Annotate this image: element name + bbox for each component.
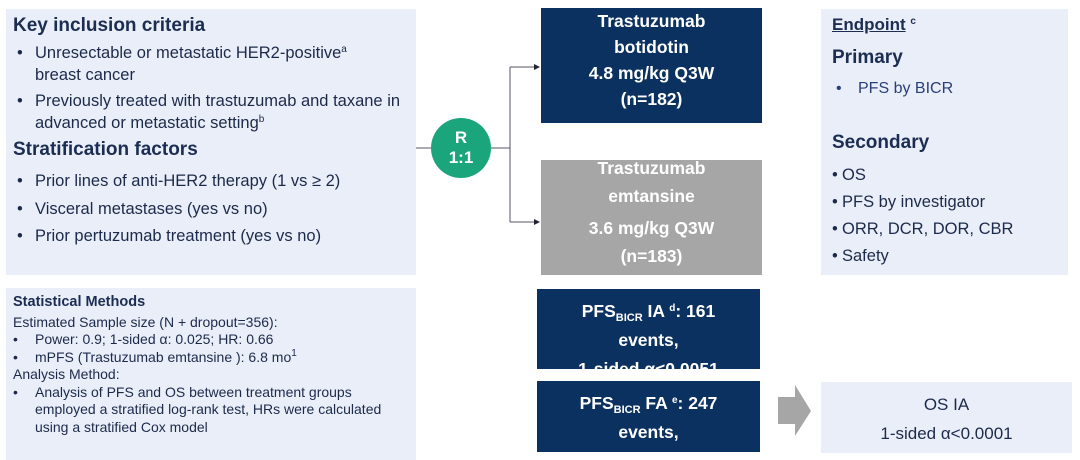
arm-dose: 4.8 mg/kg Q3W bbox=[588, 63, 715, 83]
arm-dose: 3.6 mg/kg Q3W bbox=[588, 218, 715, 238]
arm-n: (n=182) bbox=[620, 89, 683, 109]
stratification-title: Stratification factors bbox=[13, 139, 198, 160]
inclusion-text: Unresectable or metastatic HER2-positive bbox=[35, 44, 342, 62]
inclusion-item: Unresectable or metastatic HER2-positive… bbox=[13, 43, 409, 86]
secondary-endpoint: PFS by investigator bbox=[832, 189, 1057, 216]
inclusion-panel: Key inclusion criteria Unresectable or m… bbox=[6, 9, 416, 275]
stratification-item: Prior pertuzumab treatment (yes vs no) bbox=[13, 226, 409, 248]
randomization-ratio: 1:1 bbox=[448, 148, 474, 167]
fa-line1: PFSBICR FA e: 247 bbox=[579, 393, 718, 416]
statistics-panel: Statistical Methods Estimated Sample siz… bbox=[6, 288, 416, 460]
inclusion-text: Previously treated with trastuzumab and … bbox=[35, 92, 401, 132]
endpoint-title: Endpoint c bbox=[832, 15, 916, 34]
endpoint-panel: Endpoint c Primary PFS by BICR Secondary… bbox=[821, 9, 1068, 275]
secondary-endpoint: ORR, DCR, DOR, CBR bbox=[832, 216, 1057, 243]
arm-line: emtansine bbox=[608, 186, 695, 206]
os-ia-alpha: 1-sided α<0.0001 bbox=[880, 424, 1013, 443]
ia-line1: PFSBICR IA d: 161 bbox=[581, 301, 716, 324]
pfs-final-analysis-box: PFSBICR FA e: 247 events, bbox=[537, 381, 760, 452]
inclusion-title: Key inclusion criteria bbox=[13, 15, 206, 36]
arm-line: Trastuzumab bbox=[597, 160, 706, 178]
arrow-right-icon bbox=[778, 385, 811, 436]
primary-endpoint: PFS by BICR bbox=[832, 80, 1057, 98]
inclusion-text: breast cancer bbox=[35, 65, 135, 84]
arrowhead-icon bbox=[534, 64, 540, 70]
footnote: b bbox=[258, 113, 265, 125]
stratification-item: Visceral metastases (yes vs no) bbox=[13, 199, 409, 221]
randomization-label: R bbox=[454, 128, 468, 147]
statistics-title: Statistical Methods bbox=[13, 294, 146, 310]
sample-item: mPFS (Trastuzumab emtansine ): 6.8 mo1 bbox=[13, 347, 409, 367]
randomization-circle: R 1:1 bbox=[431, 118, 491, 178]
fa-line2: events, bbox=[618, 422, 679, 442]
arm-n: (n=183) bbox=[620, 246, 683, 266]
footnote: a bbox=[341, 44, 347, 55]
os-interim-box: OS IA 1-sided α<0.0001 bbox=[821, 382, 1072, 453]
primary-title: Primary bbox=[832, 47, 903, 68]
arrowhead-icon bbox=[534, 219, 540, 225]
secondary-endpoint: OS bbox=[832, 162, 1057, 189]
sample-size: Estimated Sample size (N + dropout=356): bbox=[13, 313, 278, 330]
sample-item: Power: 0.9; 1-sided α: 0.025; HR: 0.66 bbox=[13, 331, 409, 349]
arm-trastuzumab-botidotin: Trastuzumab botidotin 4.8 mg/kg Q3W (n=1… bbox=[541, 8, 762, 123]
inclusion-item: Previously treated with trastuzumab and … bbox=[13, 91, 409, 134]
ia-line2: events, bbox=[618, 330, 679, 350]
arm-line: Trastuzumab bbox=[597, 11, 706, 31]
sample-text: mPFS (Trastuzumab emtansine ): 6.8 mo bbox=[35, 348, 292, 365]
secondary-endpoint: Safety bbox=[832, 243, 1057, 270]
ia-line3: 1-sided α<0.0051 bbox=[578, 359, 719, 369]
os-ia-title: OS IA bbox=[923, 395, 970, 414]
analysis-title: Analysis Method: bbox=[13, 366, 120, 382]
arm-line: botidotin bbox=[614, 37, 689, 57]
analysis-item: Analysis of PFS and OS between treatment… bbox=[13, 384, 409, 437]
stratification-item: Prior lines of anti-HER2 therapy (1 vs ≥… bbox=[13, 171, 409, 193]
arm-trastuzumab-emtansine: Trastuzumab emtansine 3.6 mg/kg Q3W (n=1… bbox=[541, 160, 762, 275]
footnote: 1 bbox=[291, 347, 297, 359]
secondary-title: Secondary bbox=[832, 132, 930, 153]
pfs-interim-analysis-box: PFSBICR IA d: 161 events, 1-sided α<0.00… bbox=[537, 289, 760, 369]
